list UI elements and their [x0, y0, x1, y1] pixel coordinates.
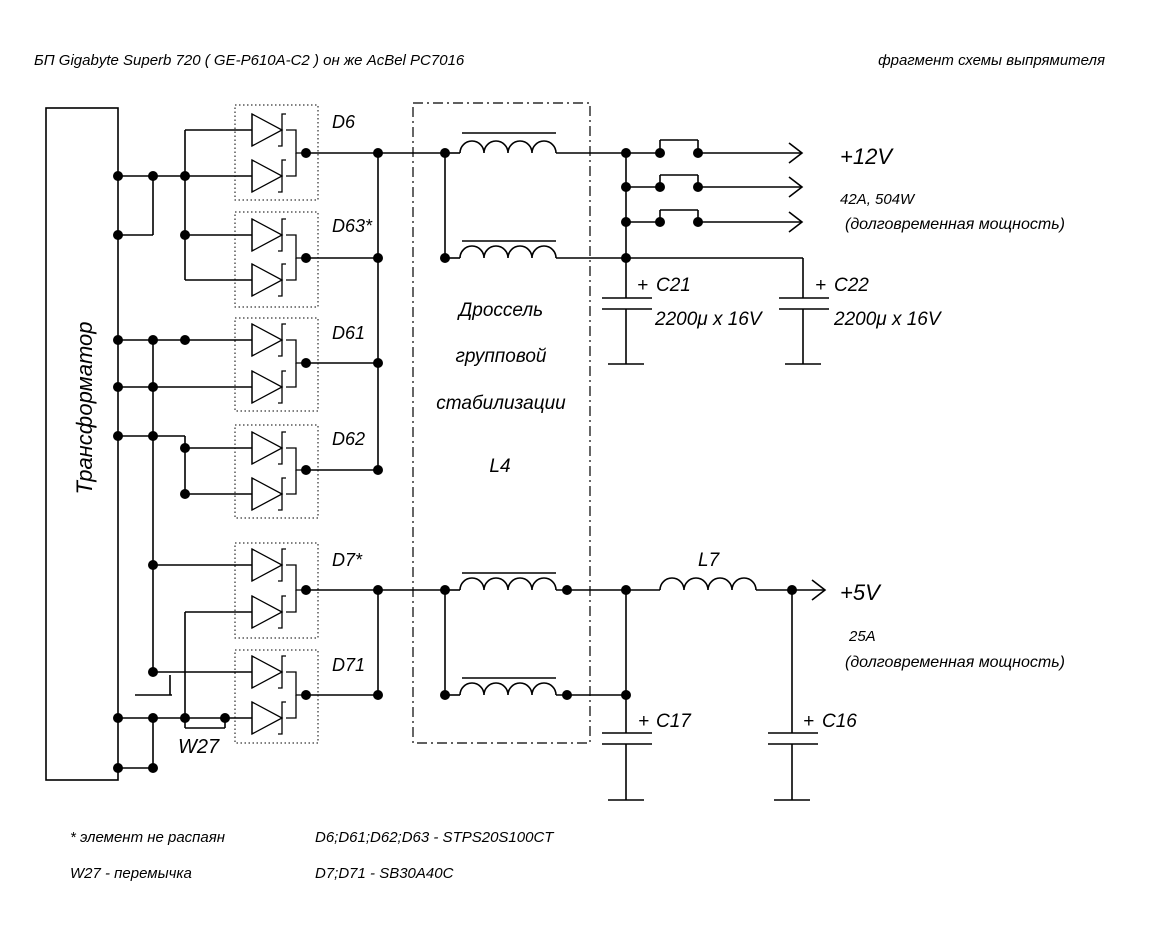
transformer-label: Трансформатор — [72, 321, 97, 494]
diode-label-d62: D62 — [332, 429, 365, 449]
footnotes: * элемент не распаян W27 - перемычка D6;… — [70, 829, 555, 882]
diode-package-d61: D61 — [234, 317, 365, 412]
c21-plus: + — [637, 275, 648, 296]
output-12v-section: +12V 42A, 504W (долговременная мощность) — [556, 139, 1065, 298]
note-diodes-d6: D6;D61;D62;D63 - STPS20S100CT — [315, 829, 555, 846]
diode-label-d63: D63* — [332, 216, 373, 236]
output-5v-current: 25A — [848, 628, 876, 645]
jumper-label: W27 — [178, 736, 220, 758]
c22-plus: + — [815, 275, 826, 296]
output-12v-note: (долговременная мощность) — [845, 216, 1065, 233]
output-12v-current: 42A, 504W — [840, 191, 916, 208]
diagram-title: БП Gigabyte Superb 720 ( GE-P610A-C2 ) о… — [34, 52, 465, 69]
choke-line1: Дроссель — [457, 300, 543, 321]
c21-value: 2200μ x 16V — [654, 309, 764, 330]
c22-value: 2200μ x 16V — [833, 309, 943, 330]
c16-label: C16 — [822, 711, 857, 732]
capacitor-c16: + C16 — [768, 711, 857, 801]
choke-l4: Дроссель групповой стабилизации L4 — [412, 102, 591, 744]
output-12v-label: +12V — [840, 144, 894, 169]
junction-dots — [113, 148, 797, 773]
jumper-w27: W27 — [178, 718, 226, 758]
capacitor-c17: + C17 — [602, 711, 692, 801]
choke-line2: групповой — [456, 346, 547, 367]
c21-label: C21 — [656, 275, 691, 296]
diode-package-d63: D63* — [234, 211, 373, 308]
output-5v-label: +5V — [840, 580, 882, 605]
capacitor-c22: + C22 2200μ x 16V — [779, 258, 943, 365]
choke-ref: L4 — [489, 456, 510, 477]
diode-label-d6: D6 — [332, 112, 356, 132]
diode-label-d61: D61 — [332, 323, 365, 343]
diode-package-d71: D71 — [234, 649, 365, 744]
transformer: Трансформатор — [45, 107, 119, 781]
diode-label-d7: D7* — [332, 550, 363, 570]
capacitor-c21: + C21 2200μ x 16V — [602, 275, 764, 365]
note-jumper: W27 - перемычка — [70, 865, 192, 882]
c22-label: C22 — [834, 275, 869, 296]
output-5v-note: (долговременная мощность) — [845, 654, 1065, 671]
diode-package-d7: D7* — [234, 542, 363, 639]
diode-output-buses — [306, 152, 445, 696]
c17-label: C17 — [656, 711, 692, 732]
note-diodes-d7: D7;D71 - SB30A40C — [315, 865, 454, 882]
c17-plus: + — [638, 711, 649, 732]
diagram-subtitle: фрагмент схемы выпрямителя — [878, 52, 1105, 69]
diode-package-d6: D6 — [234, 104, 356, 201]
c16-plus: + — [803, 711, 814, 732]
choke-line3: стабилизации — [436, 393, 566, 414]
diode-label-d71: D71 — [332, 655, 365, 675]
inductor-l7-label: L7 — [698, 550, 721, 571]
note-unsoldered: * элемент не распаян — [70, 829, 225, 846]
diode-package-d62: D62 — [234, 424, 365, 519]
output-5v-section: L7 +5V 25A (долговременная мощность) — [556, 550, 1065, 733]
